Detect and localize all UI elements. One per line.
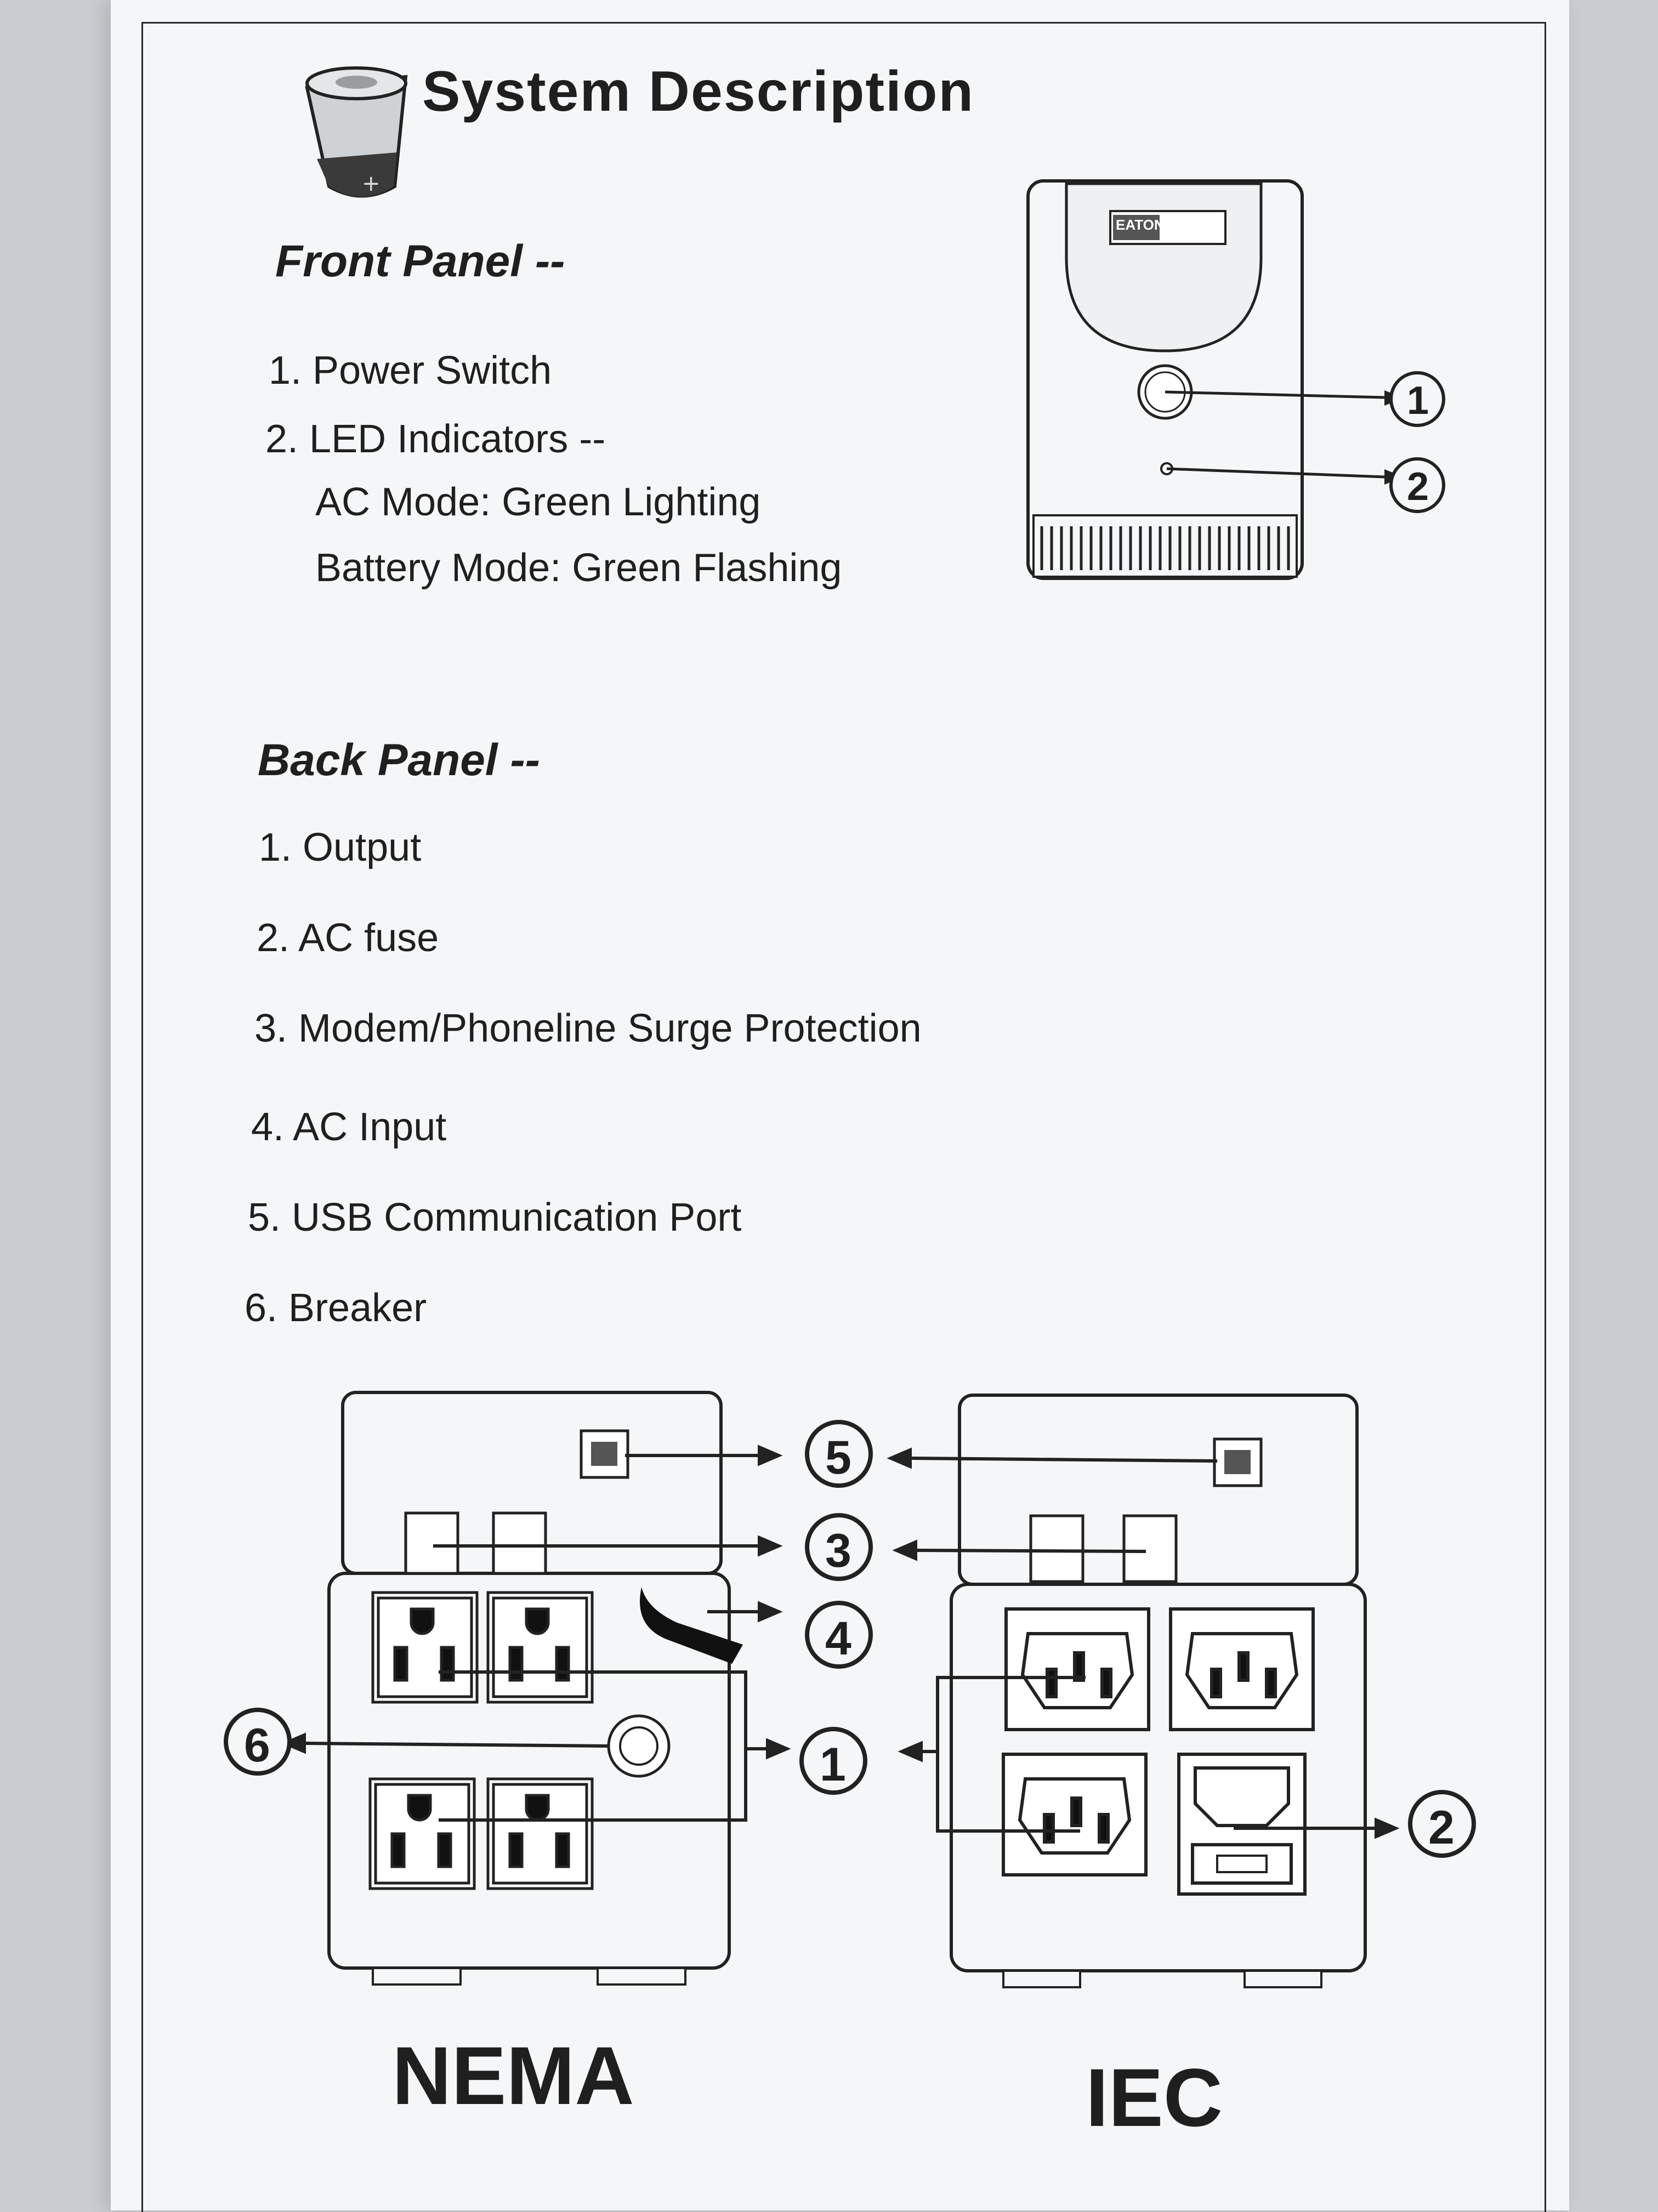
front-item-power-switch: 1. Power Switch [269,349,552,393]
back-item-ac-input: 4. AC Input [251,1105,447,1149]
iec-back-panel-diagram [950,1394,1367,1988]
page-border [141,22,1546,2212]
back-item-surge-protection: 3. Modem/Phoneline Surge Protection [254,1007,922,1050]
callout-2: 2 [1428,1801,1455,1854]
front-diagram-logo: EATON [1116,217,1165,233]
callout-6: 6 [244,1719,270,1772]
back-item-output: 1. Output [259,826,422,869]
nema-outlet [486,1777,594,1890]
callout-5: 5 [825,1431,851,1484]
front-item-led-indicators: 2. LED Indicators -- [265,417,606,461]
callout-3: 3 [825,1525,851,1577]
front-panel-diagram [1026,179,1445,580]
svg-text:+: + [362,171,381,196]
callout-1: 1 [820,1738,846,1791]
front-panel-heading: Front Panel -- [275,236,565,286]
callout-4: 4 [825,1612,851,1665]
front-callout-2: 2 [1407,465,1429,509]
front-item-ac-mode: AC Mode: Green Lighting [315,480,761,524]
page-title: System Description [422,60,974,123]
front-callout-1: 1 [1407,379,1429,423]
back-panel-callout-circles [224,1420,1476,1858]
back-panel-heading: Back Panel -- [258,735,540,785]
back-item-breaker: 6. Breaker [245,1286,427,1330]
iec-label: IEC [1086,2051,1223,2143]
front-item-battery-mode: Battery Mode: Green Flashing [315,546,842,590]
back-item-usb-port: 5. USB Communication Port [248,1196,742,1239]
battery-icon: + [305,66,408,198]
back-panel-callout-lines [281,1445,1400,1839]
back-item-ac-fuse: 2. AC fuse [257,916,439,960]
nema-label: NEMA [392,2029,634,2122]
nema-back-panel-diagram [327,1391,743,1986]
